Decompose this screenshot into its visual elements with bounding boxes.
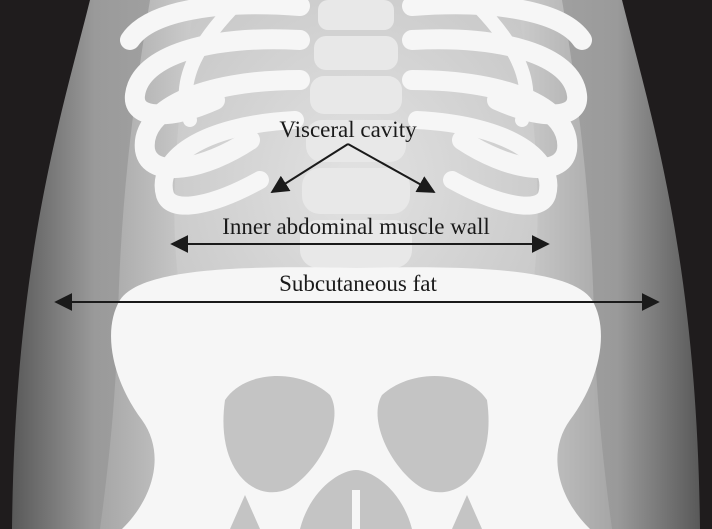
subcutaneous-fat-label: Subcutaneous fat	[279, 271, 437, 296]
pelvis	[111, 267, 601, 529]
visceral-cavity-label: Visceral cavity	[279, 117, 417, 142]
inner-muscle-wall-label: Inner abdominal muscle wall	[222, 214, 490, 239]
